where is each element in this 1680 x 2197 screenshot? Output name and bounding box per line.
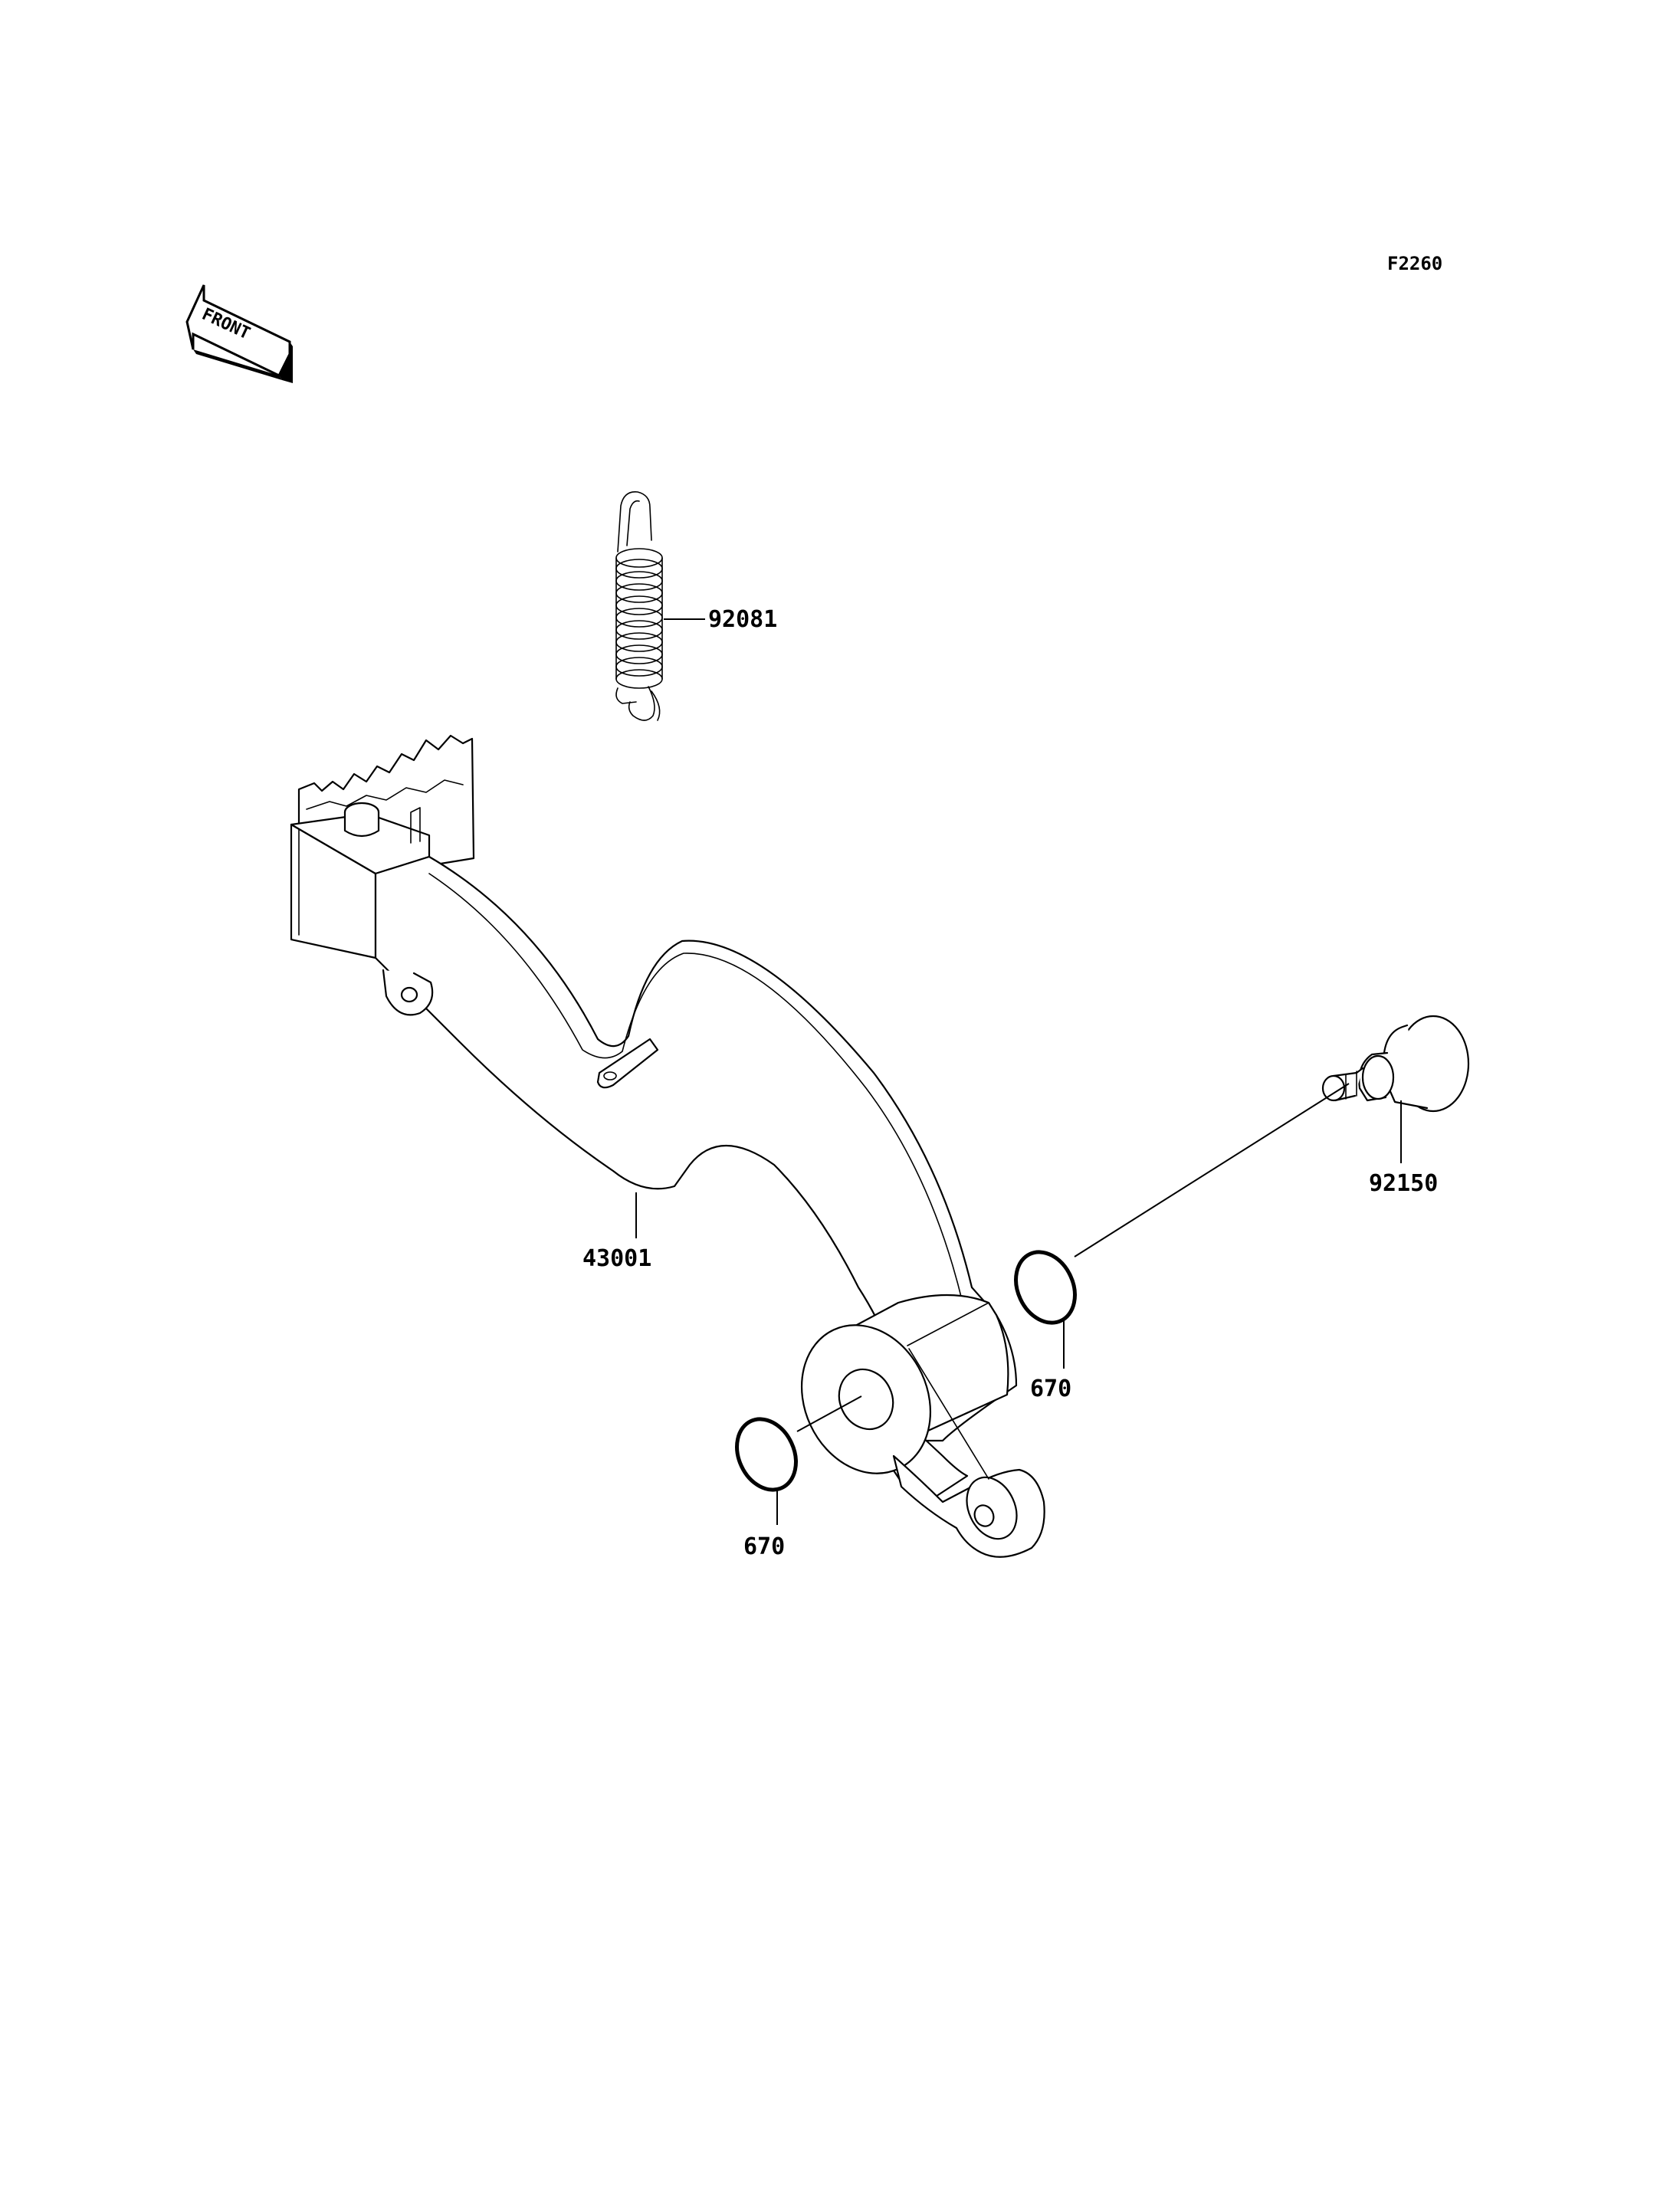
label-oring-upper: 670 xyxy=(1030,1376,1071,1402)
label-pivot-bolt: 92150 xyxy=(1369,1170,1438,1197)
label-pedal: 43001 xyxy=(582,1245,651,1272)
oring-lower-part xyxy=(735,1417,798,1492)
pivot-bolt-part xyxy=(1321,1015,1470,1113)
front-arrow-icon: FRONT xyxy=(185,284,293,383)
spring-part xyxy=(615,491,663,721)
diagram-code: F2260 xyxy=(1387,253,1442,274)
label-oring-lower: 670 xyxy=(743,1533,785,1560)
leader-bolt-axis xyxy=(1074,1083,1350,1258)
brake-pedal-part xyxy=(290,734,1045,1558)
leader-oring-axis xyxy=(796,1395,862,1432)
oring-upper-part xyxy=(1014,1250,1077,1325)
label-spring: 92081 xyxy=(708,606,777,633)
